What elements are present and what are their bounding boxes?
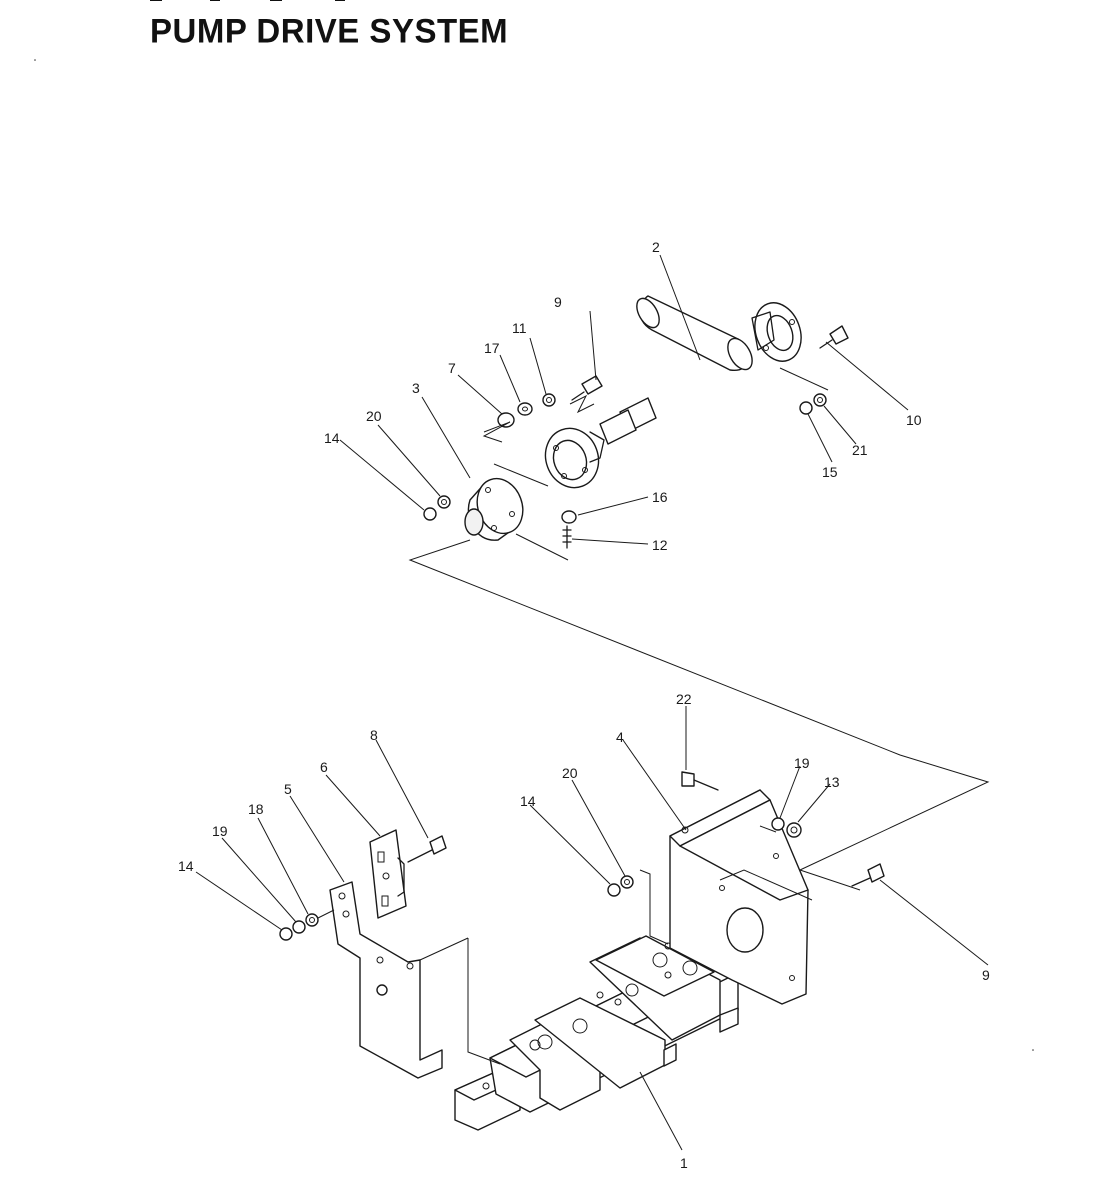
callout-14-upper: 14 — [324, 430, 340, 446]
callout-11: 11 — [512, 320, 527, 336]
callout-13: 13 — [824, 774, 840, 790]
lower-guide-lines — [317, 825, 813, 1065]
callout-19-left: 19 — [212, 823, 228, 839]
callout-1: 1 — [680, 1155, 688, 1171]
callout-20-upper: 20 — [366, 408, 382, 424]
callout-18: 18 — [248, 801, 264, 817]
callout-15: 15 — [822, 464, 838, 480]
callout-17: 17 — [484, 340, 500, 356]
callout-14-lower-left: 14 — [178, 858, 194, 874]
callout-6: 6 — [320, 759, 328, 775]
callout-4: 4 — [616, 729, 624, 745]
callout-5: 5 — [284, 781, 292, 797]
drive-shaft-part-2 — [544, 295, 802, 489]
coupling-hub-part-3 — [464, 477, 524, 541]
callout-21: 21 — [852, 442, 868, 458]
plate-part-6 — [369, 829, 407, 919]
cropped-header-fragment — [150, 0, 345, 1]
callout-7: 7 — [448, 360, 456, 376]
leader-lines — [195, 254, 989, 1151]
page-title: PUMP DRIVE SYSTEM — [150, 11, 509, 50]
callout-22: 22 — [676, 691, 692, 707]
callout-8: 8 — [370, 727, 378, 743]
upper-hardware — [423, 325, 849, 549]
callout-3: 3 — [412, 380, 420, 396]
assembly-guide-lines — [408, 367, 990, 891]
callout-20-lower: 20 — [562, 765, 578, 781]
lower-hardware — [279, 771, 885, 941]
callout-2: 2 — [652, 239, 660, 255]
callout-9-upper: 9 — [554, 294, 562, 310]
bracket-part-5 — [329, 881, 443, 1079]
callout-9-lower: 9 — [982, 967, 990, 983]
callout-12: 12 — [652, 537, 668, 553]
callout-16: 16 — [652, 489, 668, 505]
pump-mount-housing-part-1 — [454, 935, 739, 1131]
callout-10: 10 — [906, 412, 922, 428]
callout-19-right: 19 — [794, 755, 810, 771]
callout-14-lower-mid: 14 — [520, 793, 536, 809]
callout-labels: 2 9 11 17 7 3 20 14 16 12 10 21 15 22 19… — [178, 239, 990, 1171]
